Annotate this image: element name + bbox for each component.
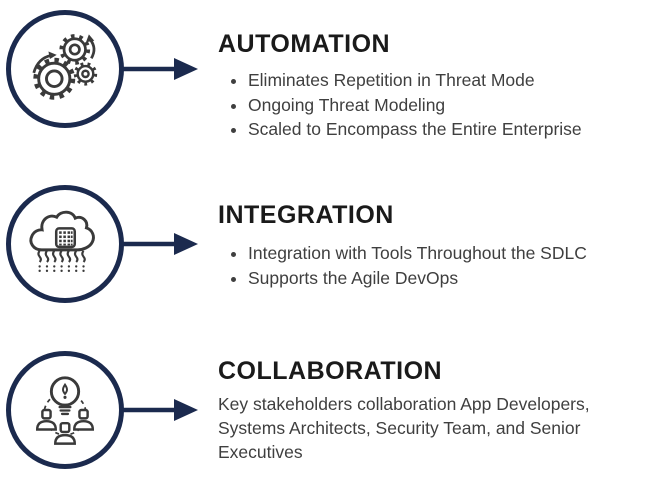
cloud-integration-icon: [29, 210, 95, 272]
section-title-automation: AUTOMATION: [218, 30, 391, 58]
right-arrow: [122, 58, 198, 80]
integration-icon-circle: [6, 185, 124, 303]
collaboration-idea-people-icon: [35, 376, 95, 445]
collaboration-description: Key stakeholders collaboration App Devel…: [218, 394, 590, 462]
bullet-item: Scaled to Encompass the Entire Enterpris…: [248, 117, 654, 142]
right-arrow: [122, 233, 198, 255]
bullet-item: Eliminates Repetition in Threat Mode: [248, 68, 654, 93]
automation-icon-circle: [6, 10, 124, 128]
collaboration-icon-circle: [6, 351, 124, 469]
bullet-item: Ongoing Threat Modeling: [248, 93, 654, 118]
bullet-item: Supports the Agile DevOps: [248, 266, 654, 291]
section-title-integration: INTEGRATION: [218, 201, 394, 229]
automation-bullet-list: Eliminates Repetition in Threat Mode Ong…: [218, 68, 654, 142]
right-arrow: [122, 399, 198, 421]
bullet-item: Integration with Tools Throughout the SD…: [248, 241, 654, 266]
automation-gears-icon: [32, 34, 98, 100]
integration-bullet-list: Integration with Tools Throughout the SD…: [218, 241, 654, 290]
section-title-collaboration: COLLABORATION: [218, 357, 443, 385]
